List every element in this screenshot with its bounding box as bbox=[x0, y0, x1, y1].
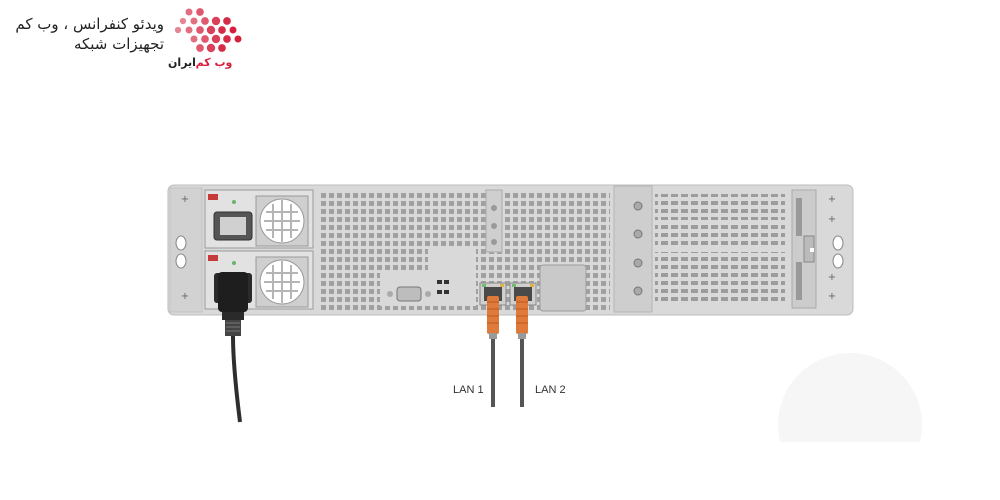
logo-dot bbox=[211, 34, 221, 44]
logo-dot bbox=[190, 35, 198, 43]
logo-dot bbox=[223, 17, 231, 25]
psu-status-led bbox=[232, 261, 236, 265]
logo-dot bbox=[211, 16, 221, 26]
logo-dot bbox=[218, 44, 226, 52]
logo-dot bbox=[218, 26, 226, 34]
logo-dot bbox=[223, 35, 231, 43]
lan-cable-1 bbox=[487, 296, 499, 407]
logo-dot bbox=[185, 8, 193, 16]
logo-word-dark: ایران bbox=[168, 56, 196, 69]
brand-caption: ویدئو کنفرانس ، وب کم تجهیزات شبکه bbox=[0, 14, 164, 54]
expansion-slot-2[interactable] bbox=[655, 223, 785, 249]
logo-dot bbox=[196, 8, 204, 16]
svg-text:+: + bbox=[181, 194, 189, 205]
logo-dot bbox=[179, 17, 187, 25]
lan-2-label: LAN 2 bbox=[535, 384, 566, 396]
logo-dot bbox=[190, 17, 198, 25]
brand-line-2: تجهیزات شبکه bbox=[73, 35, 164, 53]
svg-text:+: + bbox=[181, 291, 189, 302]
logo-dot bbox=[185, 26, 193, 34]
logo-dot bbox=[174, 26, 182, 34]
lan-1-label: LAN 1 bbox=[453, 384, 484, 396]
logo-dot bbox=[206, 25, 216, 35]
svg-text:+: + bbox=[828, 272, 836, 283]
psu-status-led bbox=[232, 200, 236, 204]
power-cable bbox=[218, 272, 248, 423]
expansion-slot-4[interactable] bbox=[655, 281, 785, 305]
logo-dot bbox=[229, 26, 237, 34]
riser-bracket bbox=[485, 189, 503, 253]
left-rack-ear: + + bbox=[169, 187, 203, 313]
lan-cable-2 bbox=[516, 296, 528, 407]
logo-dot bbox=[234, 35, 242, 43]
blank-cover-plate bbox=[539, 264, 587, 312]
vga-port[interactable] bbox=[387, 286, 431, 302]
expansion-slot-bay bbox=[613, 185, 785, 313]
power-supply-1 bbox=[204, 189, 314, 249]
logo-dot bbox=[201, 17, 209, 25]
brand-logo: ایران وب کم bbox=[168, 8, 242, 69]
svg-text:+: + bbox=[828, 194, 836, 205]
logo-dot bbox=[196, 44, 204, 52]
logo-word-red: وب کم bbox=[196, 56, 233, 69]
right-rack-ear: + + + + bbox=[791, 189, 844, 309]
brand-line-1: ویدئو کنفرانس ، وب کم bbox=[15, 15, 164, 33]
logo-dot bbox=[201, 35, 209, 43]
expansion-slot-1[interactable] bbox=[655, 194, 785, 220]
psu-switch-icon bbox=[208, 194, 218, 200]
svg-text:+: + bbox=[828, 291, 836, 302]
logo-dot bbox=[206, 43, 216, 53]
psu-switch-icon bbox=[208, 255, 218, 261]
logo-dot bbox=[196, 26, 204, 34]
svg-text:+: + bbox=[828, 214, 836, 225]
logo-dot-cluster bbox=[174, 8, 242, 53]
expansion-slot-3[interactable] bbox=[655, 252, 785, 278]
io-connector-cluster bbox=[437, 280, 449, 294]
